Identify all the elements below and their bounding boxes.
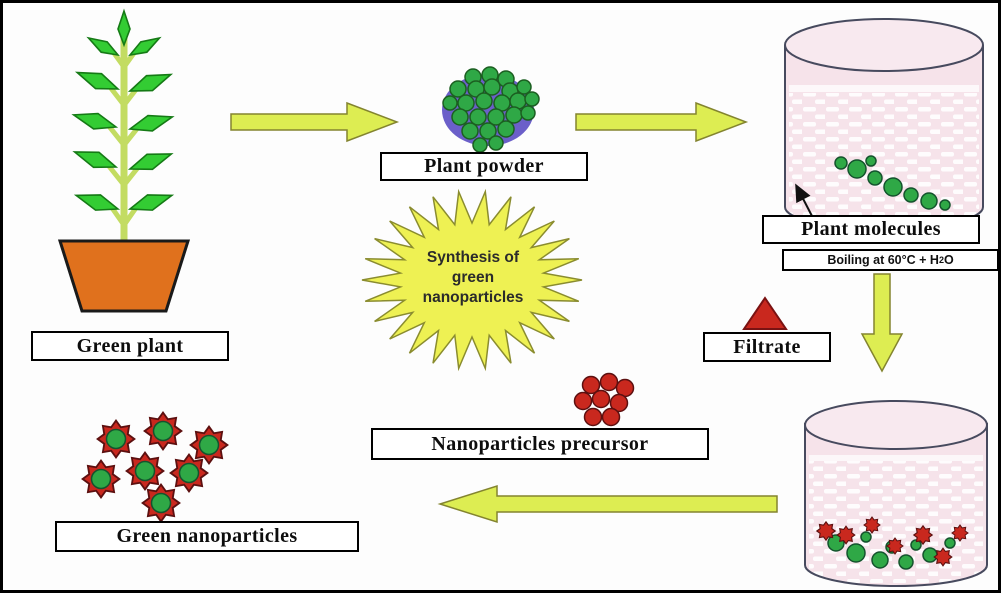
synthesis-text: Synthesis of green nanoparticles: [403, 248, 543, 308]
plant-pot: [57, 239, 191, 313]
filtrate-triangle-icon: [742, 296, 788, 330]
green-plant-illustration: [57, 8, 191, 313]
plant-molecules-particles: [834, 155, 951, 211]
synthesis-text-line1: Synthesis of: [426, 249, 520, 266]
boiling-label-text: Boiling at 60°C + H: [827, 253, 939, 267]
beaker-nanoparticles: [804, 400, 988, 587]
nanoparticles-precursor-cluster: [573, 372, 635, 427]
synthesis-starburst: [361, 188, 583, 372]
boiling-label-suffix: O: [943, 253, 954, 267]
arrow-plant-to-powder: [230, 101, 400, 143]
plant-branches: [105, 50, 143, 230]
arrow-beaker-down: [860, 273, 904, 373]
arrow-beaker-to-nanoparticles: [437, 484, 778, 524]
plant-powder-label: Plant powder: [380, 152, 588, 181]
plant-molecules-label-text: Plant molecules: [801, 218, 941, 240]
filtrate-label-text: Filtrate: [733, 335, 801, 358]
nanoparticles-precursor-label: Nanoparticles precursor: [371, 428, 709, 460]
filtrate-label: Filtrate: [703, 332, 831, 362]
plant-molecules-label: Plant molecules: [762, 215, 980, 244]
synthesis-text-line2: green: [451, 269, 495, 287]
arrow-powder-to-beaker: [575, 101, 749, 143]
plant-powder-label-text: Plant powder: [424, 155, 544, 177]
green-nanoparticles-label: Green nanoparticles: [55, 521, 359, 552]
green-plant-label-text: Green plant: [76, 334, 184, 357]
nanoparticles-precursor-label-text: Nanoparticles precursor: [431, 432, 649, 455]
green-plant-label: Green plant: [31, 331, 229, 361]
plant-molecules-pointer-arrow: [795, 183, 814, 219]
green-nanoparticles-cluster: [71, 409, 261, 521]
boiling-label-subscript: 2: [938, 254, 944, 265]
green-nanoparticles-label-text: Green nanoparticles: [116, 525, 298, 547]
synthesis-text-line3: nanoparticles: [422, 289, 524, 307]
beaker-plant-molecules: [784, 18, 984, 230]
plant-powder-cluster: [442, 66, 540, 153]
plant-leaves: [71, 8, 175, 211]
